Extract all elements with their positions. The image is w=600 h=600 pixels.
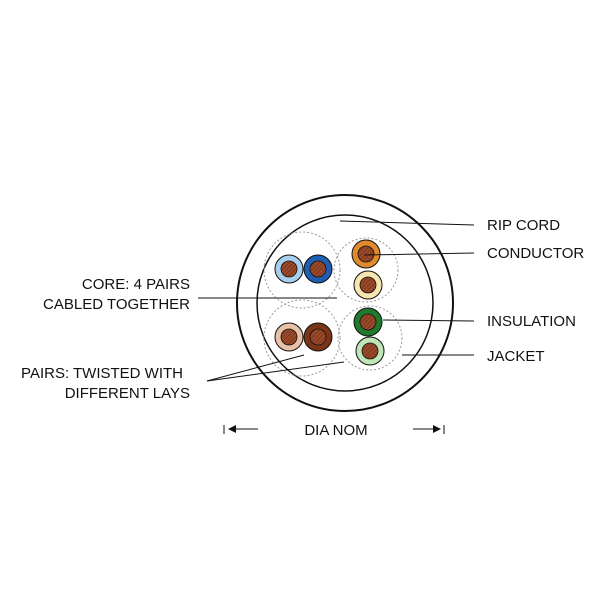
label-jacket: JACKET [487,348,545,365]
wire-orange [351,239,381,269]
wire-light-brown [274,322,304,352]
label-conductor: CONDUCTOR [487,245,584,262]
label-dia-nom: DIA NOM [304,422,367,439]
pair-outline-blue [263,231,341,309]
leader-insulation [382,319,475,322]
arrow-right-icon [433,425,441,433]
label-rip-cord: RIP CORD [487,217,560,234]
leader-conductor [363,252,475,256]
arrow-left-icon [228,425,236,433]
label-pairs-line1: PAIRS: TWISTED WITH [21,365,183,382]
wire-dark-blue [303,254,333,284]
wire-dark-green [353,307,383,337]
leader-rip-cord [339,220,475,226]
label-core-line2: CABLED TOGETHER [43,296,190,313]
wire-brown [303,322,333,352]
leader-pairs-a [206,354,305,382]
pair-outline-orange [333,237,399,303]
pair-outline-brown [263,299,341,377]
jacket-inner [256,214,434,392]
pair-outline-green [337,305,403,371]
leader-pairs-b [206,361,345,382]
wire-light-orange [353,270,383,300]
wire-light-green [355,336,385,366]
label-insulation: INSULATION [487,313,576,330]
wire-light-blue [274,254,304,284]
label-core-line1: CORE: 4 PAIRS [82,276,190,293]
label-pairs-line2: DIFFERENT LAYS [65,385,190,402]
